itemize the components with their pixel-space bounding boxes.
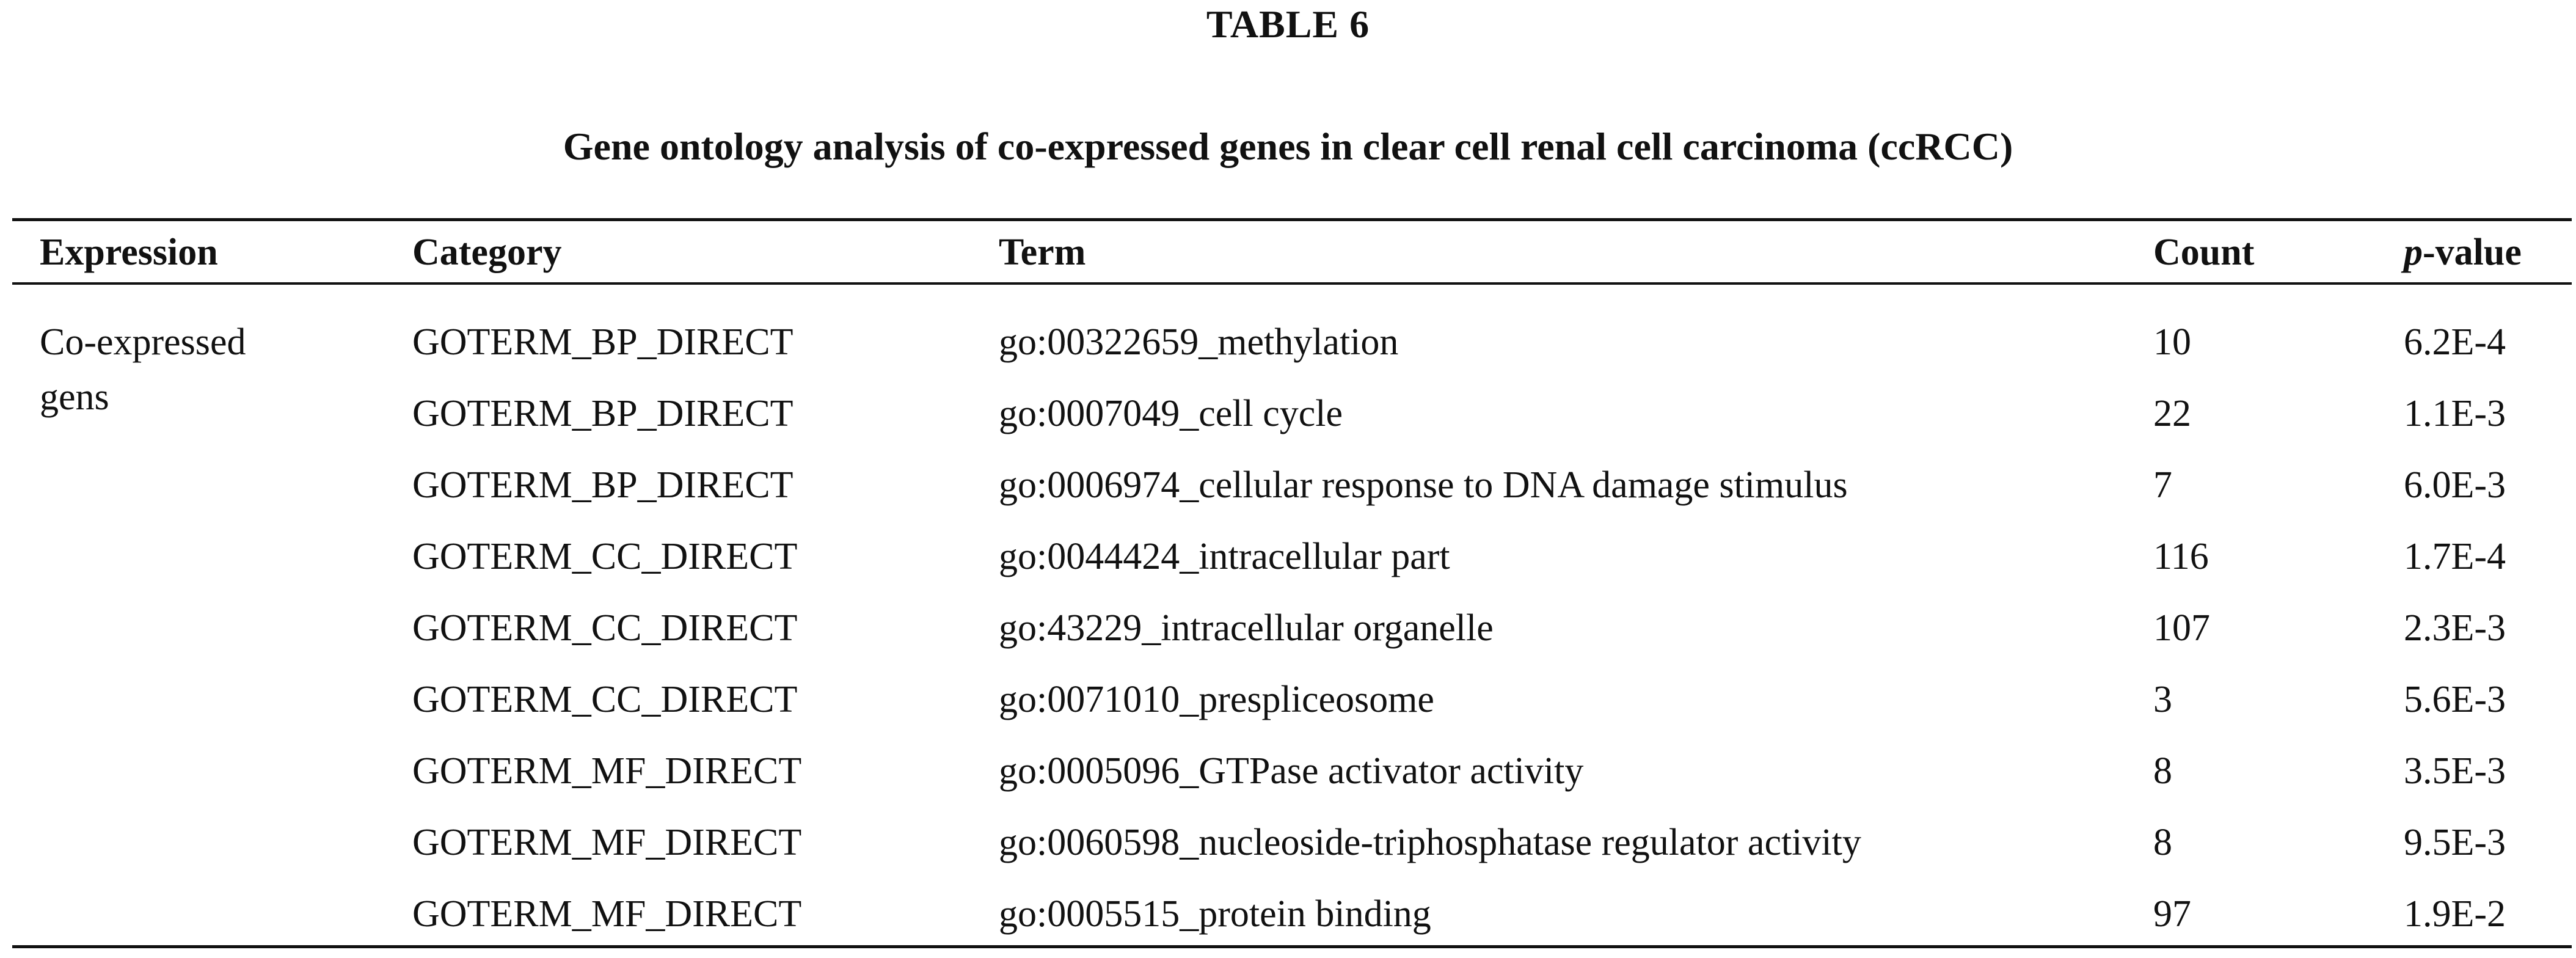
cell-pvalue: 6.0E-3: [2404, 464, 2506, 506]
cell-term: go:0006974_cellular response to DNA dama…: [999, 464, 1848, 506]
cell-count: 8: [2153, 822, 2172, 863]
table-row: GOTERM_CC_DIRECT go:0071010_prespliceosom…: [0, 672, 2576, 744]
header-expression: Expression: [40, 232, 218, 273]
cell-category: GOTERM_CC_DIRECT: [412, 607, 798, 649]
expression-group-cell: Co-expressed gens: [40, 315, 357, 425]
header-category: Category: [412, 232, 562, 273]
cell-category: GOTERM_BP_DIRECT: [412, 464, 794, 506]
cell-count: 97: [2153, 893, 2191, 935]
table-body: GOTERM_BP_DIRECT go:00322659_methylation 1…: [0, 315, 2576, 958]
table-row: GOTERM_MF_DIRECT go:0005515_protein bindi…: [0, 887, 2576, 958]
expression-group-line1: Co-expressed: [40, 321, 246, 363]
cell-term: go:0005096_GTPase activator activity: [999, 750, 1584, 792]
table-row: GOTERM_MF_DIRECT go:0005096_GTPase activa…: [0, 744, 2576, 815]
cell-term: go:0071010_prespliceosome: [999, 679, 1434, 720]
cell-pvalue: 1.7E-4: [2404, 536, 2506, 577]
cell-category: GOTERM_CC_DIRECT: [412, 679, 798, 720]
cell-term: go:0044424_intracellular part: [999, 536, 1450, 577]
cell-category: GOTERM_MF_DIRECT: [412, 750, 802, 792]
cell-count: 116: [2153, 536, 2209, 577]
cell-pvalue: 6.2E-4: [2404, 321, 2506, 363]
cell-count: 8: [2153, 750, 2172, 792]
cell-count: 7: [2153, 464, 2172, 506]
header-pvalue: p-value: [2404, 225, 2522, 280]
table-row: GOTERM_BP_DIRECT go:0006974_cellular resp…: [0, 458, 2576, 529]
header-pvalue-p: p: [2404, 232, 2423, 273]
cell-term: go:0007049_cell cycle: [999, 393, 1343, 434]
cell-term: go:0005515_protein binding: [999, 893, 1431, 935]
table-label: TABLE 6: [1206, 2, 1370, 46]
cell-pvalue: 9.5E-3: [2404, 822, 2506, 863]
top-rule: [12, 218, 2572, 221]
cell-category: GOTERM_BP_DIRECT: [412, 393, 794, 434]
cell-pvalue: 3.5E-3: [2404, 750, 2506, 792]
header-count: Count: [2153, 232, 2255, 273]
bottom-rule: [12, 945, 2572, 948]
cell-count: 10: [2153, 321, 2191, 363]
cell-count: 107: [2153, 607, 2210, 649]
header-term: Term: [999, 232, 1086, 273]
cell-pvalue: 5.6E-3: [2404, 679, 2506, 720]
expression-group-line2: gens: [40, 376, 109, 418]
cell-category: GOTERM_BP_DIRECT: [412, 321, 794, 363]
cell-count: 22: [2153, 393, 2191, 434]
cell-category: GOTERM_CC_DIRECT: [412, 536, 798, 577]
mid-rule: [12, 282, 2572, 285]
cell-count: 3: [2153, 679, 2172, 720]
table-row: GOTERM_BP_DIRECT go:00322659_methylation 1…: [0, 315, 2576, 386]
cell-term: go:43229_intracellular organelle: [999, 607, 1494, 649]
cell-pvalue: 1.1E-3: [2404, 393, 2506, 434]
table-caption: Gene ontology analysis of co-expressed g…: [563, 125, 2013, 168]
cell-category: GOTERM_MF_DIRECT: [412, 893, 802, 935]
cell-category: GOTERM_MF_DIRECT: [412, 822, 802, 863]
table-row: GOTERM_CC_DIRECT go:0044424_intracellular…: [0, 529, 2576, 601]
cell-term: go:0060598_nucleoside-triphosphatase reg…: [999, 822, 1861, 863]
cell-pvalue: 2.3E-3: [2404, 607, 2506, 649]
header-pvalue-rest: -value: [2423, 232, 2522, 273]
table-row: GOTERM_BP_DIRECT go:0007049_cell cycle 22 1…: [0, 386, 2576, 458]
cell-pvalue: 1.9E-2: [2404, 893, 2506, 935]
table-row: GOTERM_MF_DIRECT go:0060598_nucleoside-tr…: [0, 815, 2576, 887]
table-row: GOTERM_CC_DIRECT go:43229_intracellular o…: [0, 601, 2576, 672]
cell-term: go:00322659_methylation: [999, 321, 1399, 363]
